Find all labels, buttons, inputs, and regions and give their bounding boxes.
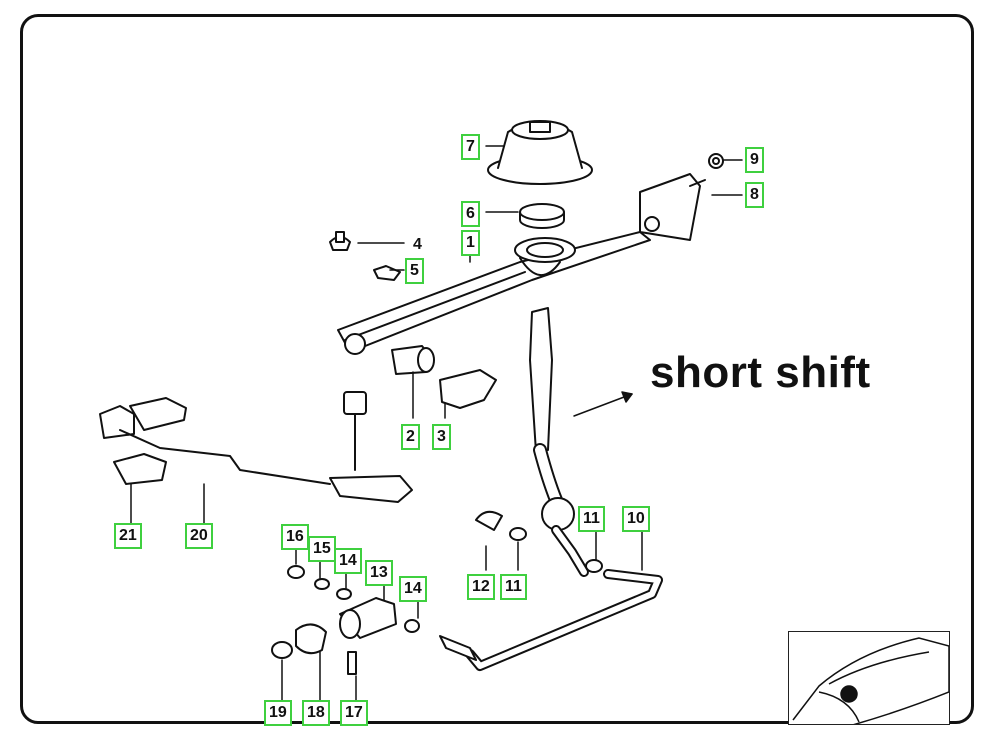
caption-short-shift: short shift	[650, 348, 871, 397]
part-label-18: 18	[302, 700, 330, 726]
car-location-thumbnail-icon	[788, 631, 950, 725]
part-label-3: 3	[432, 424, 451, 450]
part-label-14-right: 14	[399, 576, 427, 602]
selector-lever-part	[529, 307, 589, 577]
washer-11-part	[509, 527, 527, 541]
nut-part	[708, 153, 724, 169]
pin-17-part	[347, 651, 357, 675]
shift-arm-part	[337, 231, 651, 355]
part-label-12: 12	[467, 574, 495, 600]
part-label-20: 20	[185, 523, 213, 549]
part-label-13: 13	[365, 560, 393, 586]
part-label-21: 21	[114, 523, 142, 549]
clip-part	[329, 231, 351, 251]
switch-and-wire-part	[99, 391, 413, 503]
washer-14-part	[336, 588, 352, 600]
nut-16-part	[287, 565, 305, 579]
part-label-14-left: 14	[334, 548, 362, 574]
part-label-7: 7	[461, 134, 480, 160]
part-label-1: 1	[461, 230, 480, 256]
retainer-part	[373, 265, 401, 281]
washer-11b-part	[585, 559, 603, 573]
part-label-5: 5	[405, 258, 424, 284]
part-label-8: 8	[745, 182, 764, 208]
bushing-part	[519, 203, 565, 229]
clip-12-part	[475, 510, 503, 531]
part-label-11-bottom: 11	[500, 574, 527, 600]
part-label-16: 16	[281, 524, 309, 550]
part-label-19: 19	[264, 700, 292, 726]
pointer-arrow	[573, 391, 633, 417]
part-label-6: 6	[461, 201, 480, 227]
rubber-bush-part	[391, 345, 435, 375]
part-label-2: 2	[401, 424, 420, 450]
washer-14b-part	[404, 619, 420, 633]
leader-lines	[130, 145, 743, 701]
holder-part	[439, 369, 497, 409]
part-label-15: 15	[308, 536, 336, 562]
shift-boot-part	[487, 120, 593, 185]
bush-18-part	[295, 623, 327, 655]
part-label-11-top: 11	[578, 506, 605, 532]
part-label-17: 17	[340, 700, 368, 726]
washer-15-part	[314, 578, 330, 590]
part-label-4: 4	[413, 236, 422, 253]
part-label-9: 9	[745, 147, 764, 173]
shift-rod-part	[439, 569, 663, 671]
joint-13-part	[339, 597, 397, 639]
bracket-part	[639, 173, 706, 241]
part-label-10: 10	[622, 506, 650, 532]
cap-19-part	[271, 641, 293, 659]
diagram-frame	[20, 14, 974, 724]
